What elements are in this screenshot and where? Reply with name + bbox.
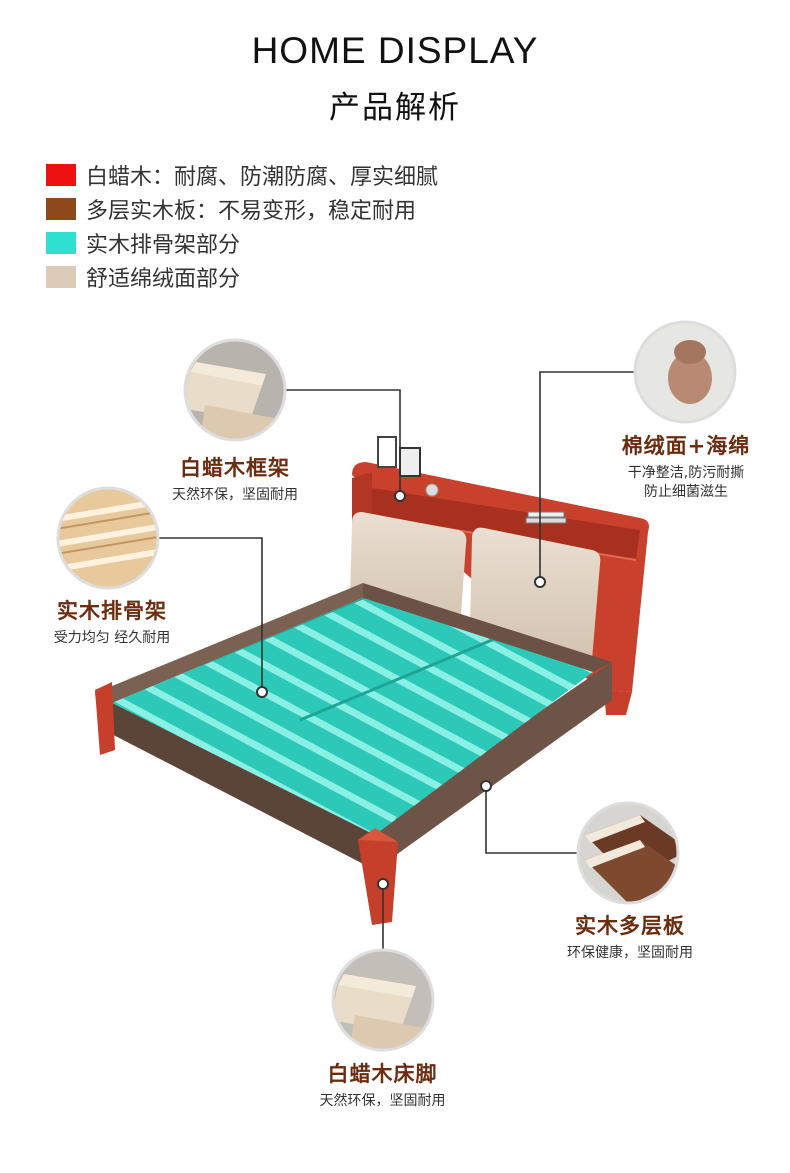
callout-description: 干净整洁,防污耐撕 — [627, 465, 745, 481]
callout-description: 受力均匀 经久耐用 — [53, 630, 171, 646]
callout-slats: 实木排骨架 受力均匀 经久耐用 — [22, 595, 202, 648]
callout-title: 实木排骨架 — [57, 599, 167, 623]
callout-cushion: 棉绒面+海绵 干净整洁,防污耐撕 防止细菌滋生 — [596, 430, 776, 502]
legend-text: 实木排骨架部分 — [86, 233, 241, 258]
color-swatch — [46, 164, 76, 186]
legend-item-plywood: 多层实木板：不易变形，稳定耐用 — [46, 192, 438, 226]
legend-item-slats: 实木排骨架部分 — [46, 226, 438, 260]
callout-plywood: 实木多层板 环保健康，坚固耐用 — [535, 910, 725, 963]
callout-description: 天然环保，坚固耐用 — [319, 1093, 446, 1109]
legend-item-ash-wood: 白蜡木：耐腐、防潮防腐、厚实细腻 — [46, 158, 438, 192]
callout-title: 实木多层板 — [575, 914, 685, 938]
leader-lines — [158, 371, 635, 950]
detail-circle-leg — [331, 948, 435, 1052]
detail-circle-frame — [183, 338, 287, 442]
page-title-chinese: 产品解析 — [329, 90, 461, 126]
callout-title: 白蜡木框架 — [180, 456, 290, 480]
callout-description: 环保健康，坚固耐用 — [567, 945, 693, 961]
material-legend: 白蜡木：耐腐、防潮防腐、厚实细腻 多层实木板：不易变形，稳定耐用 实木排骨架部分… — [46, 158, 438, 294]
books — [525, 511, 567, 524]
legend-text: 多层实木板：不易变形，稳定耐用 — [86, 199, 417, 224]
callout-title: 棉绒面+海绵 — [621, 434, 751, 458]
legend-item-cushion: 舒适绵绒面部分 — [46, 260, 438, 294]
detail-circle-slats — [56, 486, 160, 590]
color-swatch — [46, 266, 76, 288]
callout-frame: 白蜡木框架 天然环保，坚固耐用 — [150, 452, 320, 505]
color-swatch — [46, 198, 76, 220]
legend-text: 白蜡木：耐腐、防潮防腐、厚实细腻 — [86, 165, 439, 190]
bed-legs — [95, 682, 398, 925]
legend-text: 舒适绵绒面部分 — [86, 267, 241, 292]
photo-frames — [377, 436, 439, 497]
color-swatch — [46, 232, 76, 254]
detail-circle-cushion — [633, 320, 737, 424]
page-title-english: HOME DISPLAY — [251, 30, 539, 71]
callout-title: 白蜡木床脚 — [327, 1062, 438, 1086]
callout-description: 天然环保，坚固耐用 — [172, 487, 298, 503]
leader-dots — [256, 490, 546, 890]
detail-circle-plywood — [576, 801, 680, 905]
callout-leg: 白蜡木床脚 天然环保，坚固耐用 — [295, 1058, 470, 1111]
bed-frame — [95, 583, 612, 870]
callout-description: 防止细菌滋生 — [644, 484, 728, 500]
